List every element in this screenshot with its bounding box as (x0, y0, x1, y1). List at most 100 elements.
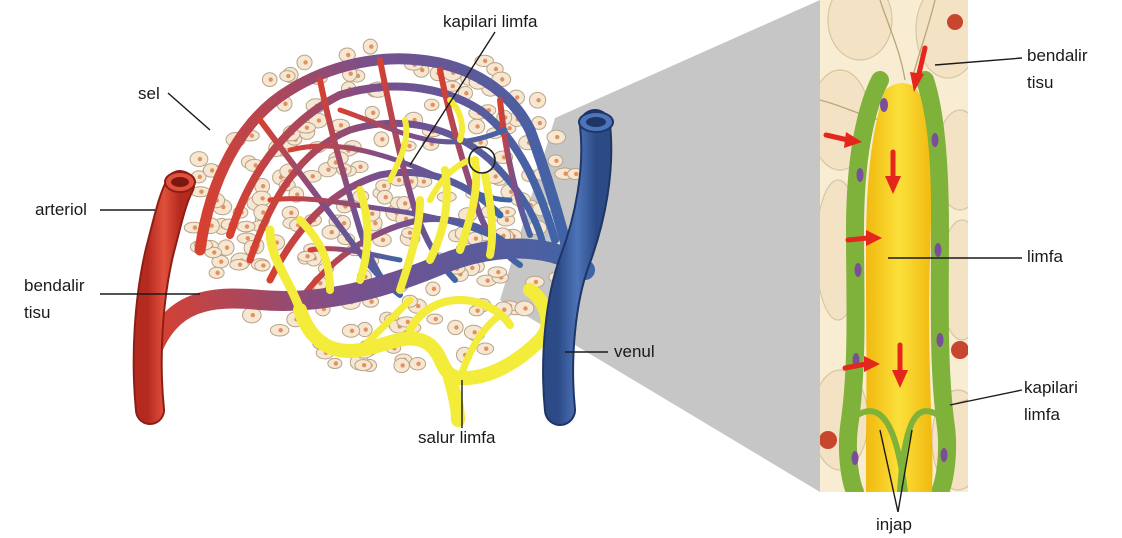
tissue-cell-nucleus (305, 254, 309, 258)
tissue-cell-nucleus (534, 280, 538, 284)
tissue-cell-nucleus (369, 299, 373, 303)
tissue-cell-nucleus (434, 317, 438, 321)
tissue-cell-nucleus (474, 236, 478, 240)
tissue-cell-nucleus (416, 362, 420, 366)
label-kapilari-limfa-right-1: kapilari (1024, 378, 1078, 398)
tissue-cell-nucleus (484, 347, 488, 351)
tissue-cell-nucleus (536, 98, 540, 102)
tissue-cell-nucleus (472, 330, 476, 334)
label-sel: sel (138, 84, 160, 104)
tissue-cell-nucleus (326, 167, 330, 171)
tissue-cell-nucleus (283, 102, 287, 106)
label-venul: venul (614, 342, 655, 362)
tissue-cell-nucleus (384, 195, 388, 199)
tissue-cell-nucleus (369, 44, 373, 48)
tissue-cell-nucleus (574, 172, 578, 176)
tissue-cell-nucleus (251, 313, 255, 317)
tissue-cell-nucleus (381, 238, 385, 242)
tissue-cell-nucleus (260, 196, 264, 200)
tissue-cell-nucleus (245, 224, 249, 228)
tissue-cell-nucleus (364, 327, 368, 331)
tissue-cell-nucleus (289, 211, 293, 215)
tissue-cell-nucleus (317, 118, 321, 122)
label-arteriol: arteriol (35, 200, 87, 220)
tissue-cell-nucleus (451, 84, 455, 88)
tissue-cell-nucleus (505, 218, 509, 222)
tissue-cell-nucleus (269, 77, 273, 81)
tissue-cell-nucleus (373, 221, 377, 225)
label-injap: injap (876, 515, 912, 535)
tissue-cell-nucleus (250, 133, 254, 137)
tissue-cell-nucleus (432, 287, 436, 291)
tissue-cell-nucleus (238, 263, 242, 267)
tissue-cell-nucleus (311, 174, 315, 178)
tissue-cell-nucleus (555, 135, 559, 139)
tissue-cell-nucleus (339, 123, 343, 127)
tissue-cell-nucleus (454, 325, 458, 329)
arteriole (148, 172, 195, 410)
tissue-cell-nucleus (334, 361, 338, 365)
tissue-cell-nucleus (342, 221, 346, 225)
tissue-cell-nucleus (382, 184, 386, 188)
tissue-cell-nucleus (505, 210, 509, 214)
label-kapilari-limfa-right-2: limfa (1024, 405, 1060, 425)
tissue-cell-nucleus (407, 144, 411, 148)
label-salur-limfa: salur limfa (418, 428, 495, 448)
tissue-cell-nucleus (397, 178, 401, 182)
tissue-cell-nucleus (225, 245, 229, 249)
lymph-fluid (866, 83, 932, 492)
tissue-cell-nucleus (199, 190, 203, 194)
tissue-cell-nucleus (475, 124, 479, 128)
tissue-cell-nucleus (408, 231, 412, 235)
tissue-cell-nucleus (278, 328, 282, 332)
tissue-cell-nucleus (295, 192, 299, 196)
tissue-cell-nucleus (198, 175, 202, 179)
tissue-cell-nucleus (370, 211, 374, 215)
tissue-cell-nucleus (246, 236, 250, 240)
tissue-cell-nucleus (261, 184, 265, 188)
tissue-cell-nucleus (286, 74, 290, 78)
tissue-cell-nucleus (358, 165, 362, 169)
tissue-cell-nucleus (362, 363, 366, 367)
label-kapilari-limfa-top: kapilari limfa (443, 12, 537, 32)
tissue-cell-nucleus (193, 225, 197, 229)
tissue-cell-nucleus (330, 230, 334, 234)
tissue-cell-nucleus (422, 179, 426, 183)
tissue-cell-nucleus (493, 174, 497, 178)
tissue-cell-nucleus (507, 126, 511, 130)
label-bendalir-tisu-left-2: tisu (24, 303, 50, 323)
tissue-cell-nucleus (261, 263, 265, 267)
tissue-cell-nucleus (210, 168, 214, 172)
tissue-cell-nucleus (483, 59, 487, 63)
tissue-cell-nucleus (400, 363, 404, 367)
label-bendalir-tisu-left-1: bendalir (24, 276, 85, 296)
tissue-cell-nucleus (348, 71, 352, 75)
tissue-cell-nucleus (430, 103, 434, 107)
tissue-cell-nucleus (496, 270, 500, 274)
tissue-cell-nucleus (346, 53, 350, 57)
tissue-cell-nucleus (350, 329, 354, 333)
tissue-cell-nucleus (464, 91, 468, 95)
tissue-cell-nucleus (515, 95, 519, 99)
tissue-cell-nucleus (261, 210, 265, 214)
tissue-cell-nucleus (305, 125, 309, 129)
label-bendalir-tisu-right-2: tisu (1027, 73, 1053, 93)
tissue-cell-nucleus (219, 259, 223, 263)
tissue-cell-nucleus (303, 60, 307, 64)
label-limfa: limfa (1027, 247, 1063, 267)
tissue-cell-nucleus (470, 266, 474, 270)
tissue-cell-nucleus (380, 137, 384, 141)
tissue-cell-nucleus (538, 121, 542, 125)
label-bendalir-tisu-right-1: bendalir (1027, 46, 1088, 66)
tissue-cell-nucleus (212, 250, 216, 254)
tissue-cell-nucleus (198, 157, 202, 161)
tissue-cell-nucleus (500, 77, 504, 81)
lymph-vessel (450, 378, 458, 420)
tissue-cell-nucleus (494, 67, 498, 71)
tissue-cell-nucleus (486, 278, 490, 282)
tissue-cell-nucleus (475, 309, 479, 313)
tissue-cell-nucleus (554, 159, 558, 163)
tissue-cell-nucleus (371, 111, 375, 115)
